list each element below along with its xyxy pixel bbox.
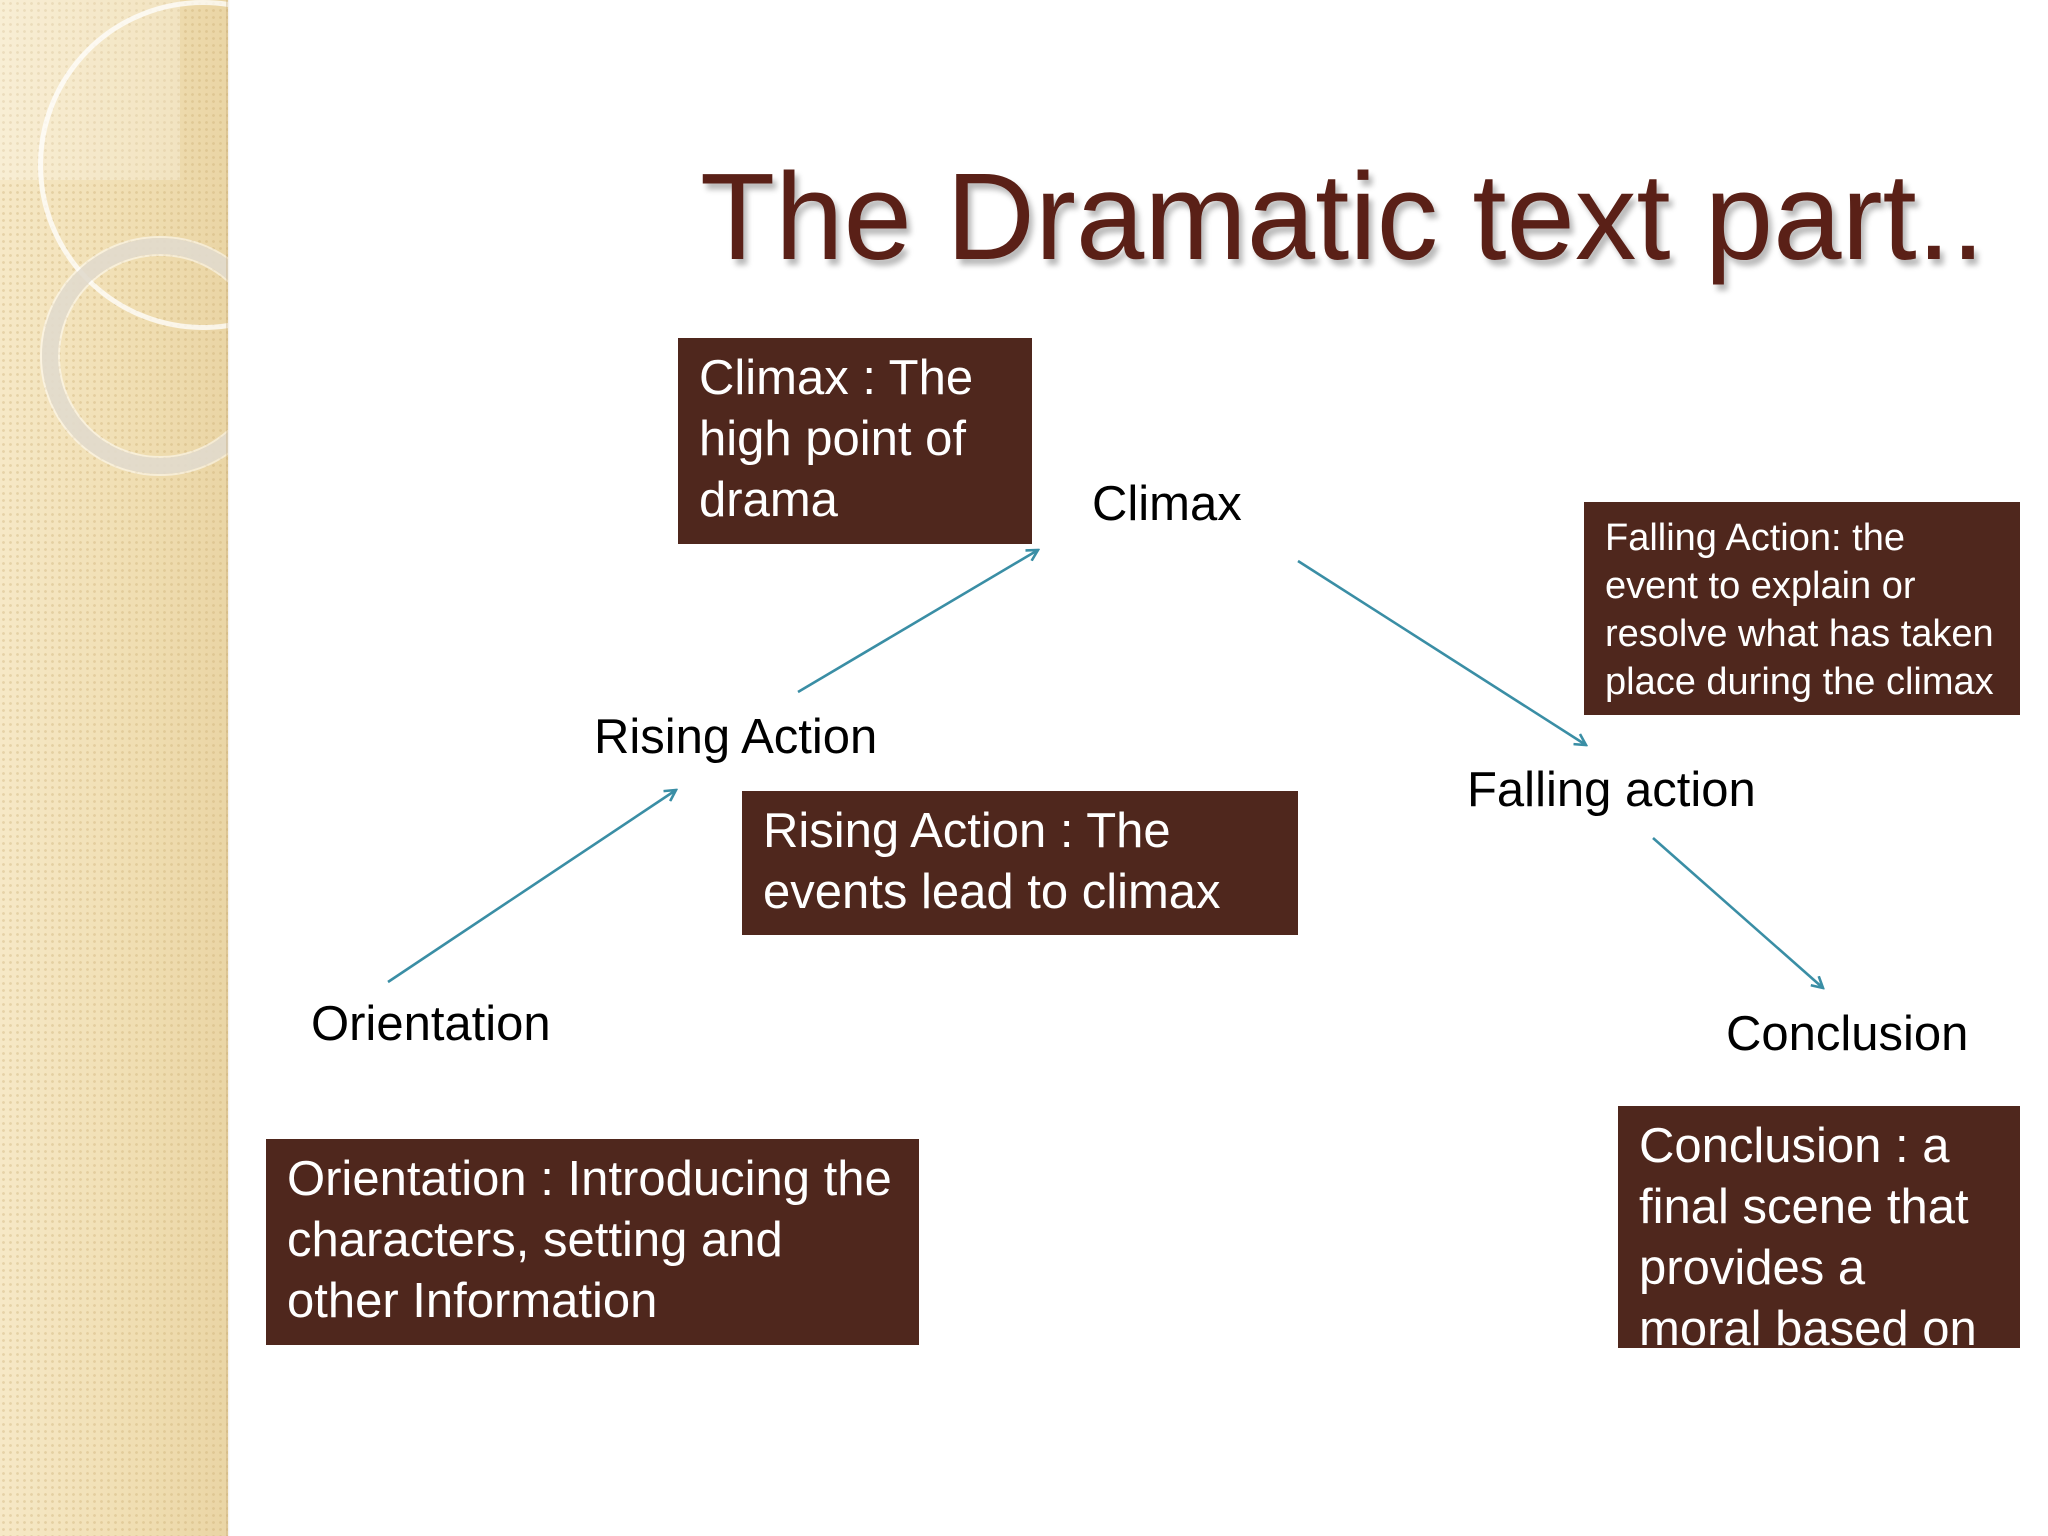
falling-action-description-box: Falling Action: the event to explain or … <box>1584 502 2020 715</box>
arrow-orientation-to-rising <box>387 790 676 984</box>
rising-action-description-box: Rising Action : The events lead to clima… <box>742 791 1298 935</box>
conclusion-description-box: Conclusion : a final scene that provides… <box>1618 1106 2020 1348</box>
decorative-side-strip <box>0 0 228 1536</box>
orientation-description-box: Orientation : Introducing the characters… <box>266 1139 919 1345</box>
climax-description-box: Climax : The high point of drama <box>678 338 1032 544</box>
stage-label-falling-action: Falling action <box>1467 763 1756 817</box>
stage-label-orientation: Orientation <box>311 997 551 1051</box>
arrow-falling-to-conclusion <box>1652 837 1823 988</box>
arrow-climax-to-falling <box>1297 559 1586 745</box>
arrow-rising-to-climax <box>797 550 1038 694</box>
side-strip-edge <box>226 0 230 1536</box>
stage-label-conclusion: Conclusion <box>1726 1007 1969 1061</box>
decorative-ring-small <box>42 238 228 474</box>
stage-label-climax: Climax <box>1092 477 1242 531</box>
slide-title: The Dramatic text part.. <box>700 149 1986 286</box>
stage-label-rising-action: Rising Action <box>594 710 878 764</box>
